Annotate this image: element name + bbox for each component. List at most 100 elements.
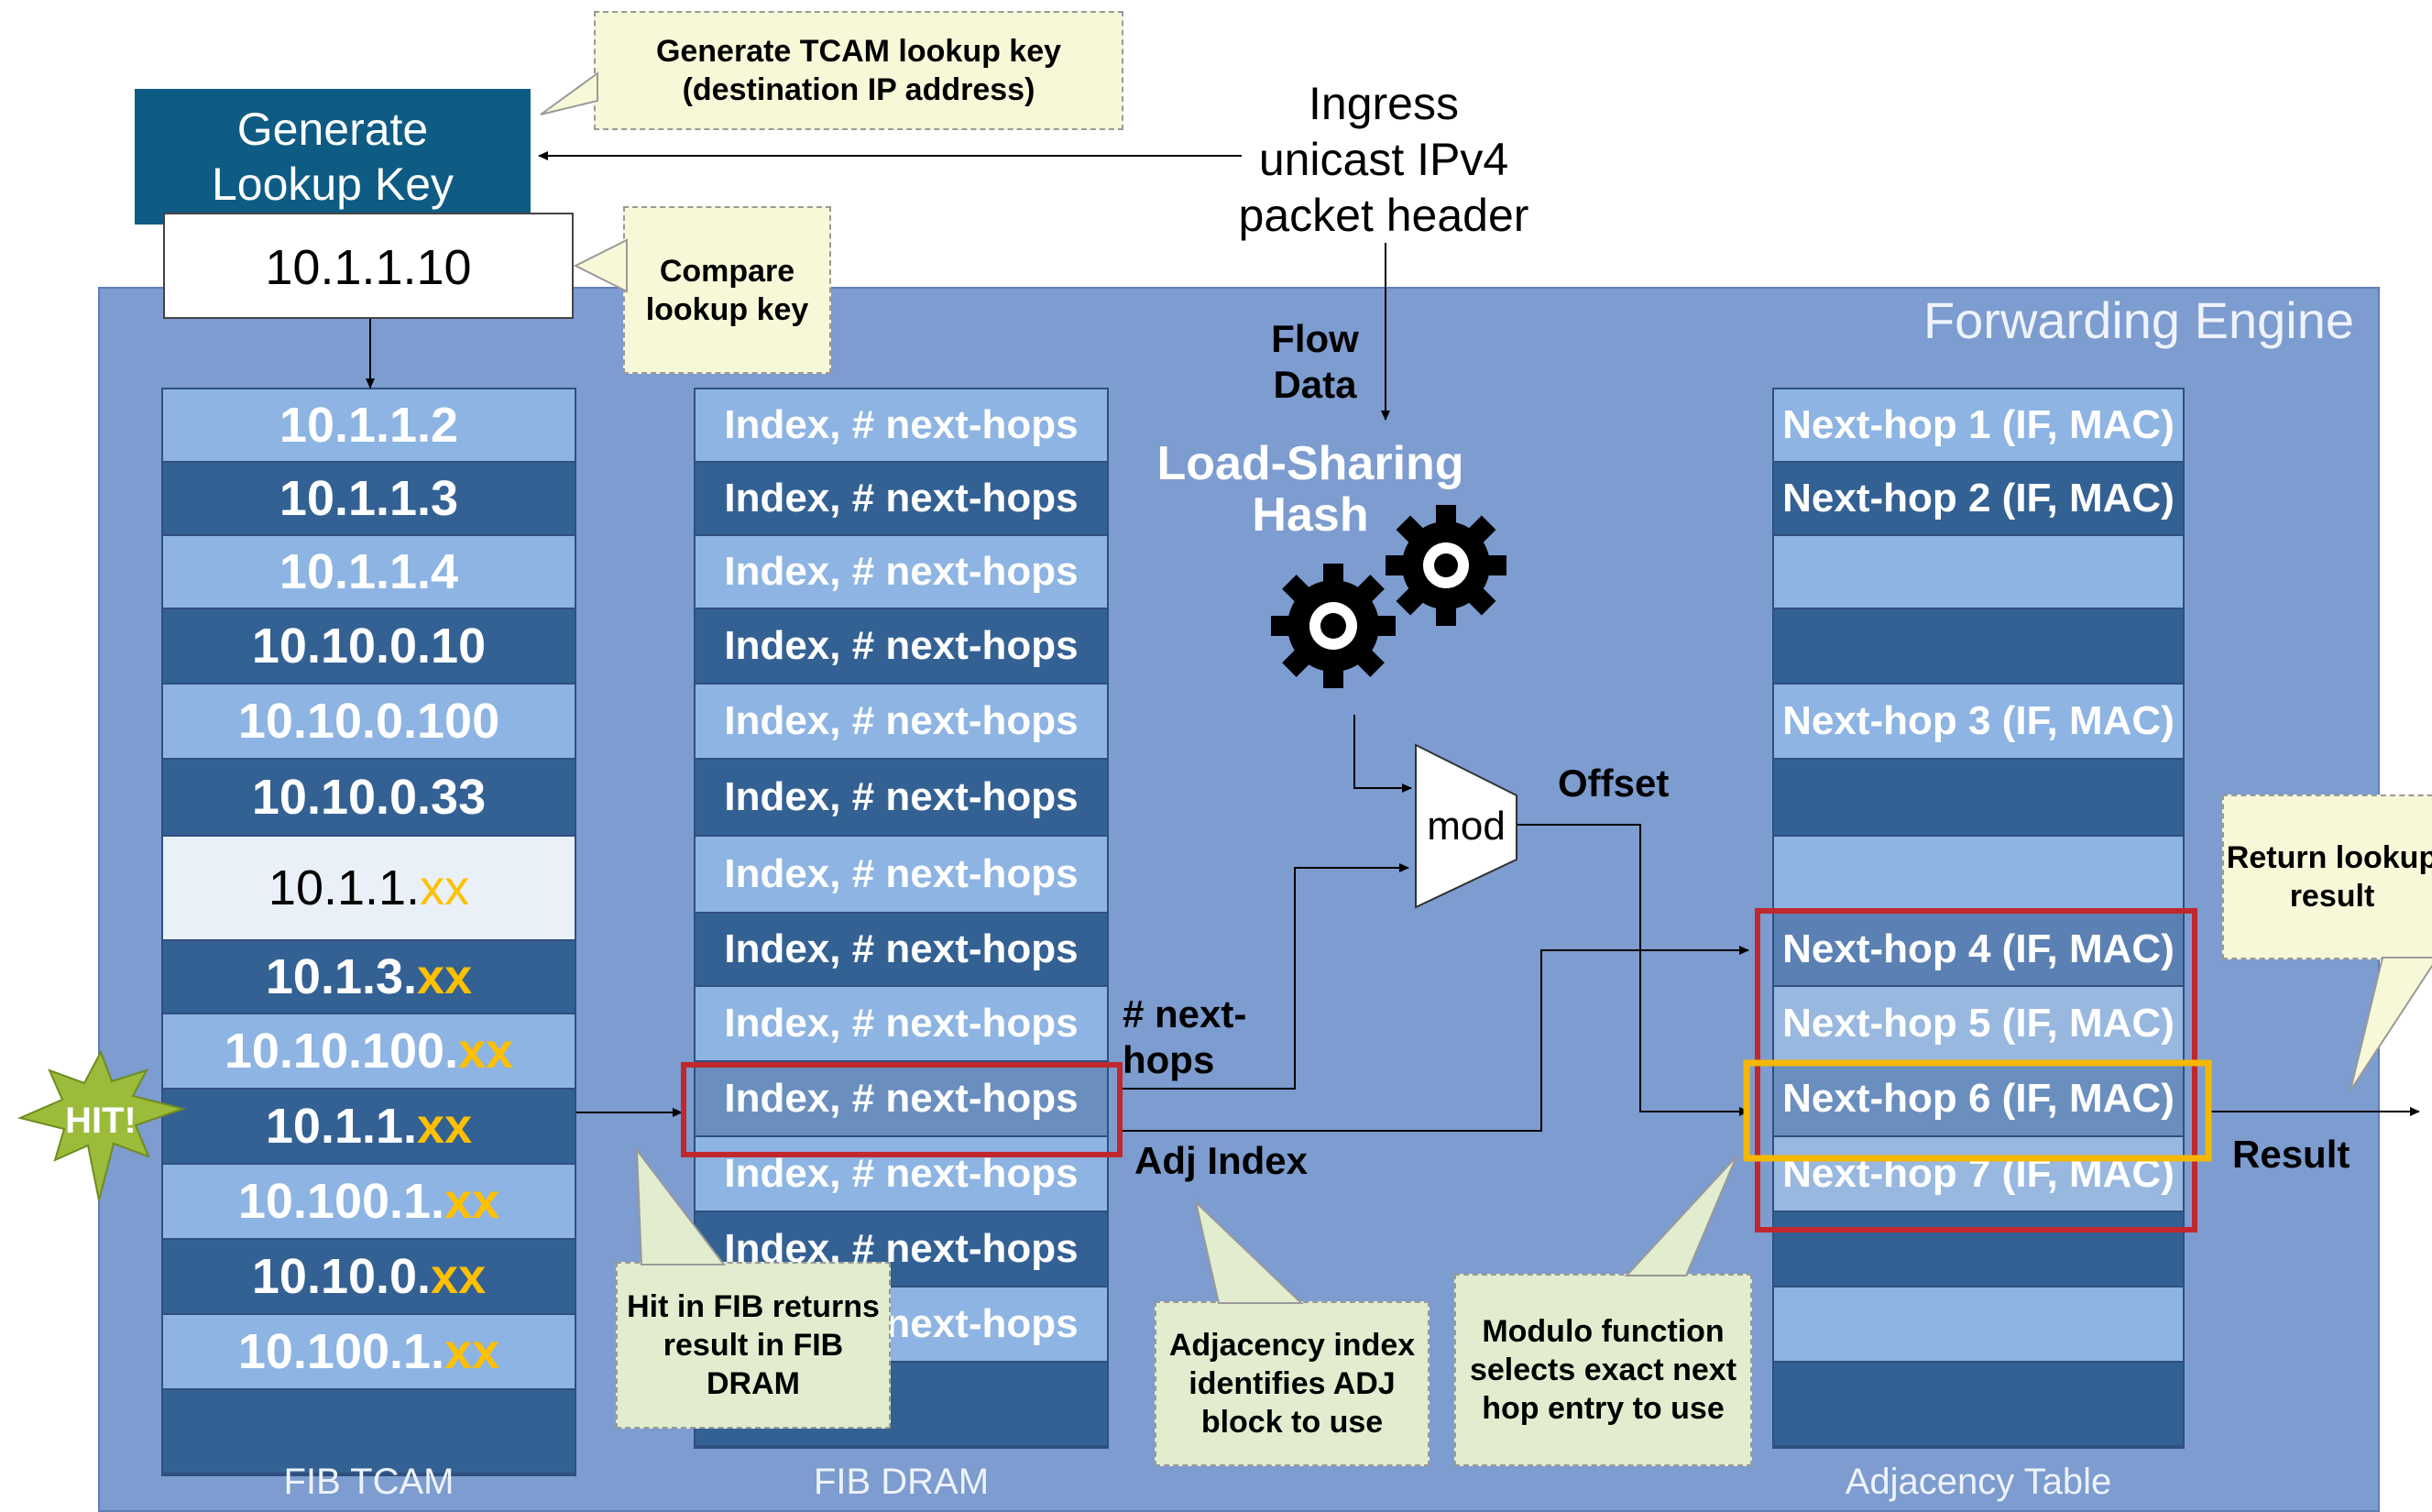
adjacency-row [1774, 1363, 2183, 1447]
gear-icon [1386, 505, 1506, 626]
dram-row: Index, # next-hops [696, 536, 1107, 609]
hash-line1: Load-Sharing [1156, 437, 1464, 490]
tcam-row: 10.10.0.10 [163, 609, 575, 685]
tcam-prefix: 10.10.100. [224, 1024, 459, 1079]
load-sharing-hash-label: Load-Sharing Hash [1136, 438, 1484, 541]
dram-row: Index, # next-hops [696, 1062, 1107, 1137]
dram-row: Index, # next-hops [696, 1137, 1107, 1212]
next-hops-line1: # next- [1123, 992, 1247, 1035]
adjacency-row: Next-hop 4 (IF, MAC) [1774, 914, 2183, 987]
tcam-row: 10.1.1.2 [163, 389, 575, 463]
dram-row: Index, # next-hops [696, 837, 1107, 914]
tcam-wildcard: xx [444, 1324, 500, 1379]
tcam-prefix: 10.1.1. [265, 1099, 418, 1154]
result-label: Result [2232, 1133, 2350, 1176]
tcam-row: 10.10.100.xx [163, 1014, 575, 1090]
next-hops-line2: hops [1123, 1038, 1215, 1081]
hit-label: HIT! [65, 1101, 137, 1141]
flow-data-line1: Flow [1271, 317, 1359, 360]
lookup-key-value: 10.1.1.10 [163, 213, 574, 319]
mod-label: mod [1427, 804, 1506, 849]
adjacency-entry: Next-hop 1 (IF, MAC) [1782, 402, 2175, 447]
dram-entry: Index, # next-hops [724, 1151, 1079, 1196]
fib-tcam-caption: FIB TCAM [283, 1462, 455, 1502]
hit-burst-icon: HIT! [16, 1049, 187, 1201]
adjacency-row: Next-hop 3 (IF, MAC) [1774, 685, 2183, 760]
tcam-prefix: 10.100.1. [237, 1324, 445, 1379]
adjacency-entry: Next-hop 6 (IF, MAC) [1782, 1076, 2175, 1121]
selected-next-hop-highlight [1743, 1059, 2212, 1162]
tcam-row: 10.100.1.xx [163, 1165, 575, 1240]
callout-adjacency-index: Adjacency index identifies ADJ block to … [1155, 1301, 1430, 1466]
tcam-row: 10.10.0.33 [163, 760, 575, 837]
dram-row: Index, # next-hops [696, 389, 1107, 463]
dram-row: Index, # next-hops [696, 914, 1107, 987]
ingress-line3: packet header [1238, 190, 1529, 241]
tcam-prefix: 10.1.1.4 [279, 544, 459, 599]
callout-compare-key: Compare lookup key [623, 206, 831, 374]
tcam-prefix: 10.1.1.2 [279, 398, 459, 453]
adjacency-entry: Next-hop 5 (IF, MAC) [1782, 1001, 2175, 1046]
adjacency-row [1774, 1212, 2183, 1287]
dram-entry: Index, # next-hops [724, 549, 1079, 594]
adjacency-row [1774, 1287, 2183, 1363]
offset-arrow [1517, 824, 1749, 1116]
tcam-row: 10.1.1.4 [163, 536, 575, 609]
tcam-wildcard: xx [417, 949, 473, 1004]
flow-data-label: Flow Data [1223, 316, 1407, 408]
tcam-wildcard: xx [417, 1099, 473, 1154]
tcam-wildcard: xx [420, 860, 470, 915]
generate-label-line2: Lookup Key [211, 159, 455, 210]
tcam-row: 10.10.0.100 [163, 685, 575, 760]
callout-generate-key: Generate TCAM lookup key (destination IP… [594, 11, 1123, 130]
generate-label-line1: Generate [236, 104, 429, 155]
adj-index-label: Adj Index [1134, 1139, 1309, 1182]
tcam-wildcard: xx [458, 1024, 514, 1079]
fib-dram-caption: FIB DRAM [813, 1462, 990, 1502]
dram-entry: Index, # next-hops [724, 623, 1079, 668]
mod-block [1415, 743, 1517, 909]
dram-row: Index, # next-hops [696, 987, 1107, 1062]
tcam-prefix: 10.10.0.10 [251, 619, 487, 674]
dram-entry: Index, # next-hops [724, 1076, 1079, 1121]
tcam-wildcard: xx [431, 1249, 487, 1304]
adjacency-row [1774, 536, 2183, 609]
adjacency-entry: Next-hop 2 (IF, MAC) [1782, 476, 2175, 520]
dram-row: Index, # next-hops [696, 760, 1107, 837]
fib-dram-hit-highlight [681, 1062, 1123, 1157]
dram-row: Index, # next-hops [696, 685, 1107, 760]
dram-entry: Index, # next-hops [724, 698, 1079, 743]
tcam-prefix: 10.1.1. [268, 860, 421, 915]
generate-lookup-key-box: Generate Lookup Key [135, 89, 531, 225]
tcam-row: 10.1.3.xx [163, 941, 575, 1014]
tcam-row: 10.1.1.3 [163, 463, 575, 536]
callout-generate-pointer [540, 71, 598, 115]
dram-entry: Index, # next-hops [724, 926, 1079, 971]
adjacency-entry: Next-hop 3 (IF, MAC) [1782, 698, 2175, 743]
forwarding-engine-title: Forwarding Engine [1923, 291, 2354, 349]
adjacency-row: Next-hop 6 (IF, MAC) [1774, 1062, 2183, 1137]
tcam-prefix: 10.100.1. [237, 1174, 445, 1229]
tcam-prefix: 10.1.3. [265, 949, 418, 1004]
tcam-prefix: 10.1.1.3 [279, 471, 459, 526]
adjacency-row: Next-hop 2 (IF, MAC) [1774, 463, 2183, 536]
ingress-line1: Ingress [1309, 78, 1459, 129]
ingress-label: Ingress unicast IPv4 packet header [1219, 76, 1549, 244]
tcam-row: 10.100.1.xx [163, 1315, 575, 1390]
callout-adj-pointer [1194, 1199, 1304, 1304]
adjacency-entry: Next-hop 4 (IF, MAC) [1782, 926, 2175, 971]
hash-line2: Hash [1252, 488, 1369, 542]
tcam-wildcard: xx [444, 1174, 500, 1229]
dram-entry: Index, # next-hops [724, 851, 1079, 896]
dram-entry: Index, # next-hops [724, 774, 1079, 819]
dram-row: Index, # next-hops [696, 609, 1107, 685]
hash-to-mod-arrow [1353, 715, 1412, 793]
adjacency-caption: Adjacency Table [1845, 1462, 2112, 1502]
tcam-row: 10.10.0.xx [163, 1240, 575, 1315]
dram-entry: Index, # next-hops [724, 476, 1079, 520]
tcam-row [163, 1390, 575, 1474]
tcam-prefix: 10.10.0.33 [251, 770, 487, 825]
next-hops-label: # next- hops [1123, 992, 1278, 1083]
